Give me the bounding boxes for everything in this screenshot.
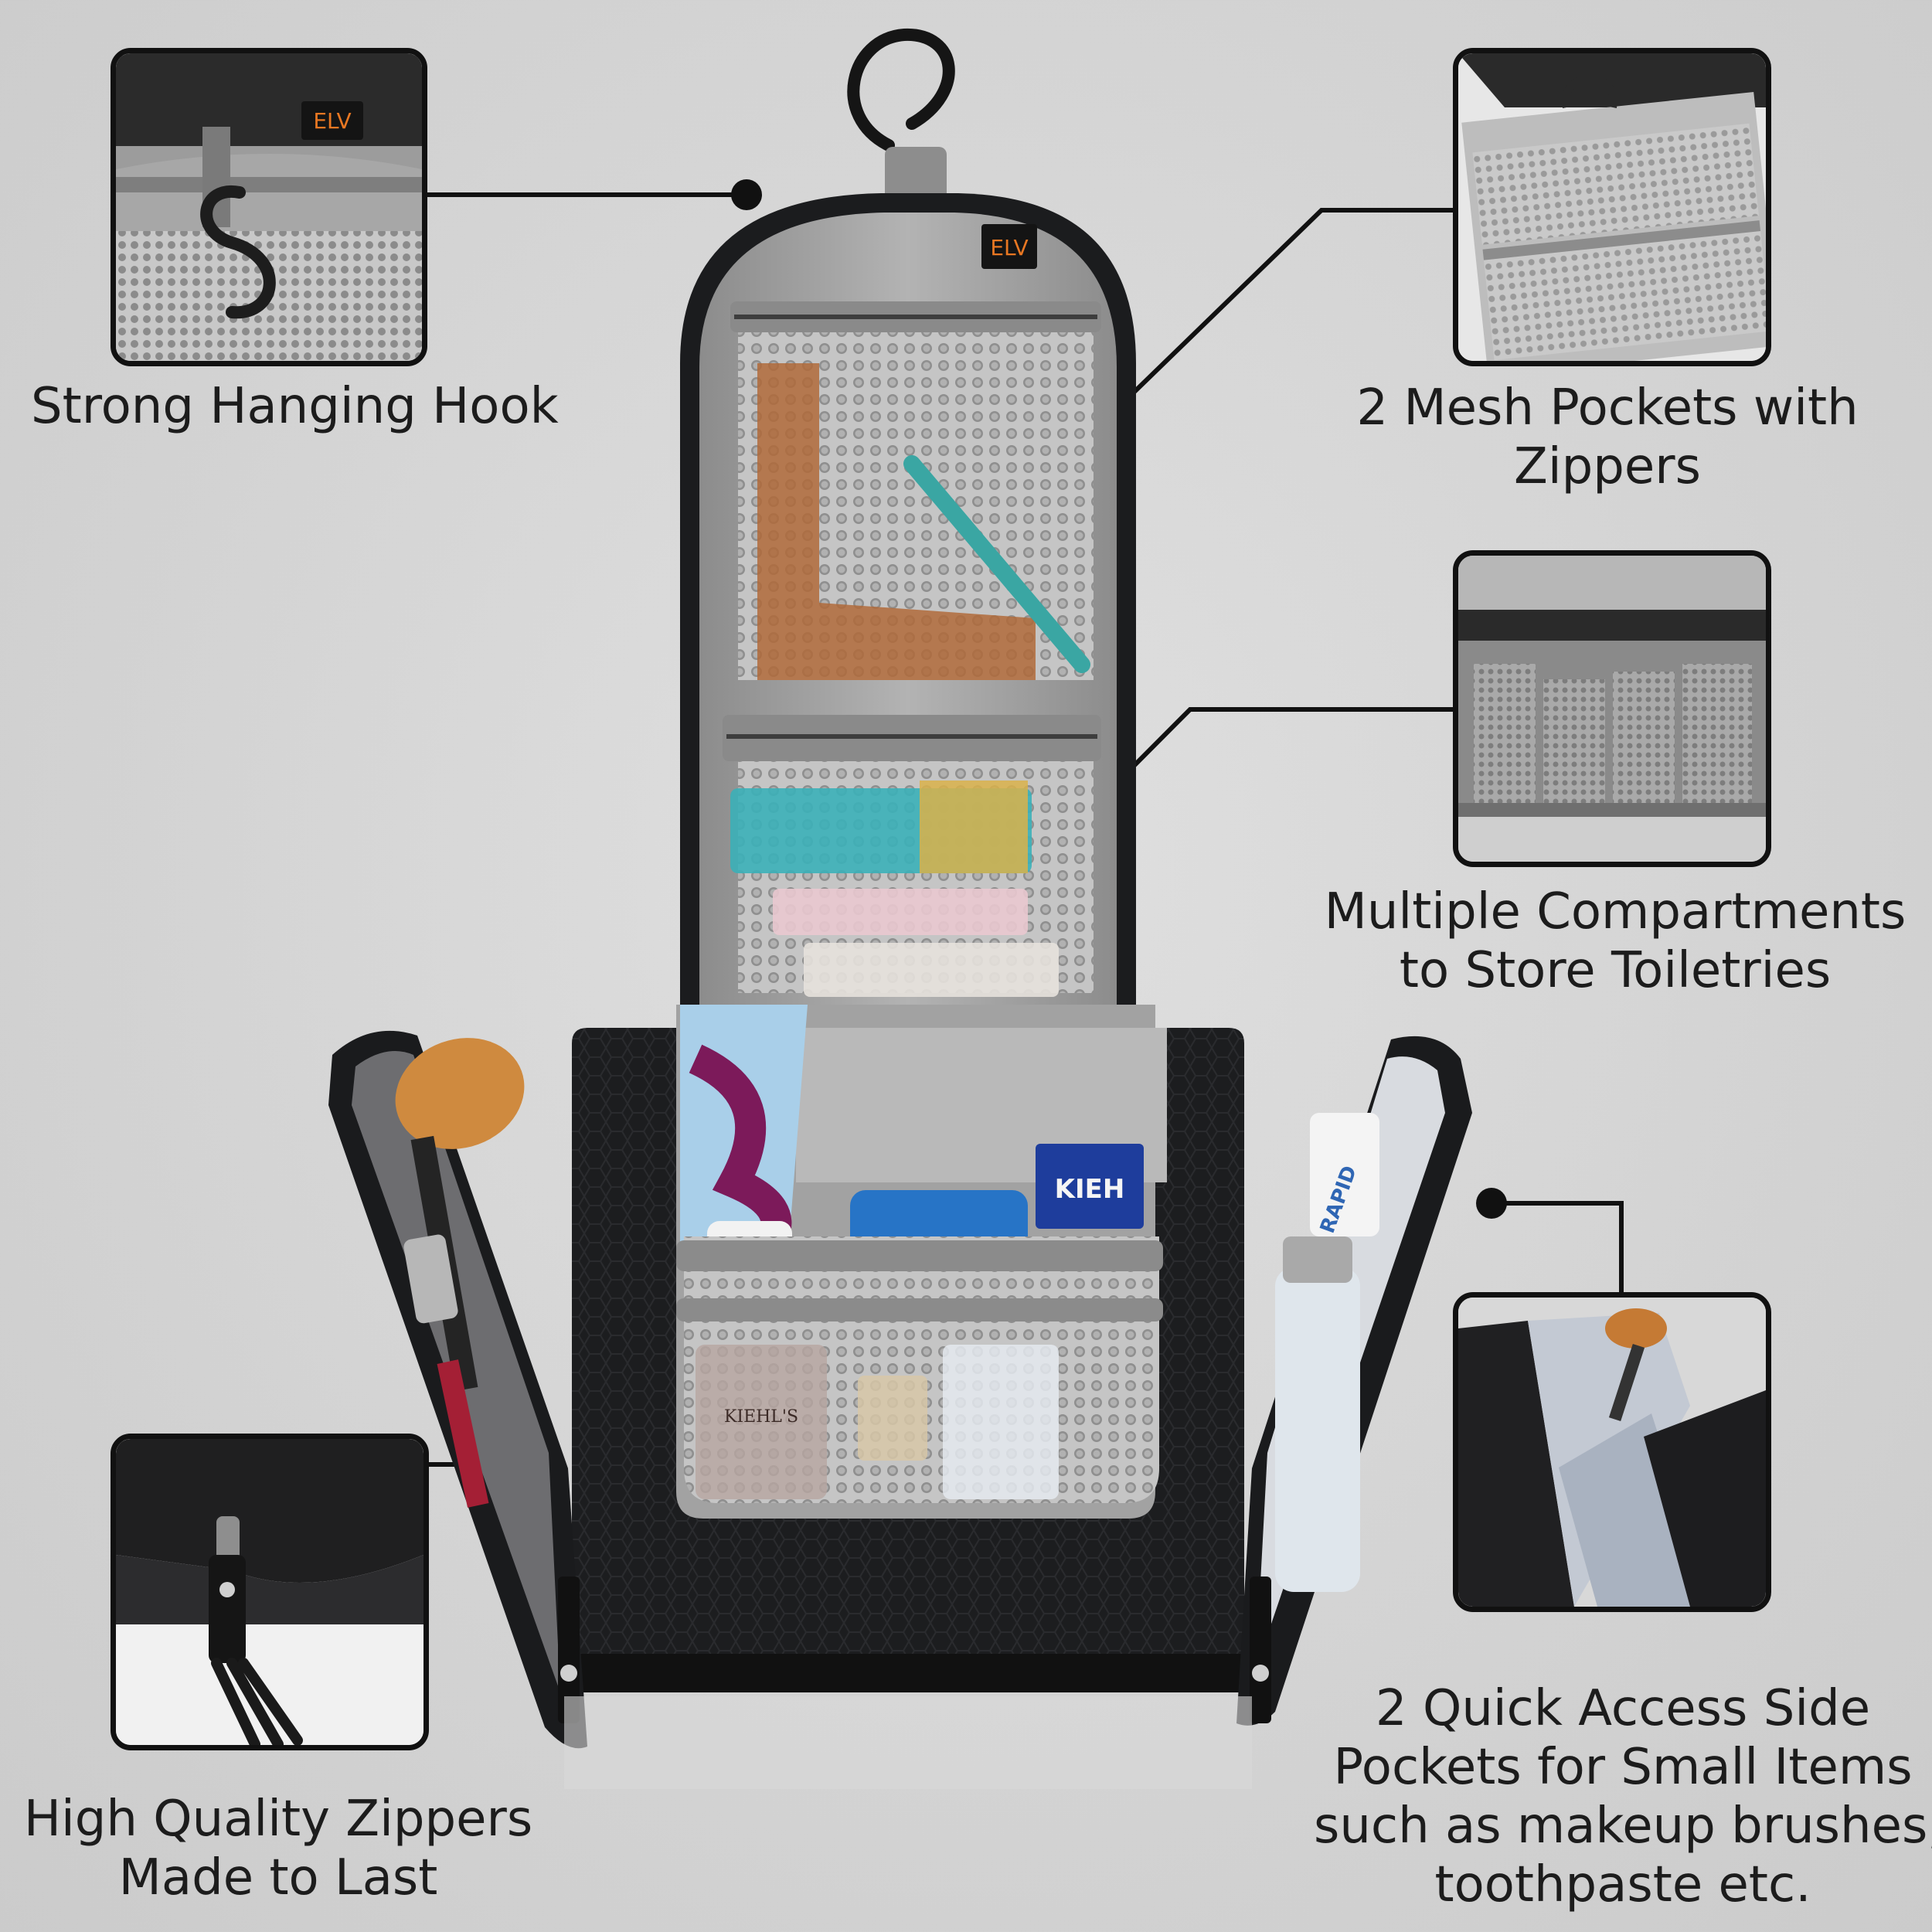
svg-text:KIEHL'S: KIEHL'S: [724, 1407, 798, 1427]
inset-mesh-pockets: [1453, 48, 1771, 366]
caption-zip-line2: Made to Last: [118, 1849, 438, 1906]
inset-side-pockets: [1453, 1292, 1771, 1612]
inset-zipper-image: [116, 1439, 423, 1745]
inset-hanging-hook: ELV: [111, 48, 427, 366]
svg-text:RAPID: RAPID: [1316, 1163, 1362, 1236]
caption-side-line3: such as makeup brushes,: [1314, 1798, 1932, 1855]
caption-mesh-line2: Zippers: [1514, 438, 1701, 495]
caption-compart-line1: Multiple Compartments: [1324, 883, 1906, 940]
inset-side-image: [1458, 1298, 1766, 1607]
svg-text:KIEH: KIEH: [1055, 1174, 1125, 1205]
leader-dot-hook: [731, 179, 762, 210]
leader-dot-zippers: [473, 1449, 504, 1480]
caption-strong-hanging-hook: Strong Hanging Hook: [31, 377, 559, 436]
caption-quality-zippers: High Quality Zippers Made to Last: [23, 1790, 533, 1907]
caption-side-line2: Pockets for Small Items: [1333, 1739, 1913, 1796]
inset-brand-label: ELV: [313, 108, 351, 134]
leader-dot-compartments: [762, 1107, 793, 1138]
caption-hook-text: Strong Hanging Hook: [31, 378, 559, 435]
hanger-hook-icon: [847, 28, 955, 151]
leader-side: [1492, 1201, 1624, 1298]
hook-icon: [1562, 74, 1617, 108]
caption-compart-line2: to Store Toiletries: [1399, 942, 1832, 999]
inset-hook-image: ELV: [116, 53, 422, 361]
caption-side-line4: toothpaste etc.: [1434, 1856, 1811, 1913]
inset-compartments: [1453, 550, 1771, 867]
leader-dot-mesh: [1045, 450, 1076, 481]
caption-mesh-pockets: 2 Mesh Pockets with Zippers: [1345, 379, 1870, 496]
zipper-pull-icon: [211, 1658, 303, 1745]
inset-compartments-image: [1458, 556, 1766, 862]
caption-zip-line1: High Quality Zippers: [23, 1791, 533, 1848]
caption-mesh-line1: 2 Mesh Pockets with: [1356, 379, 1859, 437]
caption-multiple-compartments: Multiple Compartments to Store Toiletrie…: [1314, 883, 1917, 1000]
s-hook-icon: [200, 185, 276, 319]
inset-zippers: [111, 1434, 429, 1750]
caption-side-line1: 2 Quick Access Side: [1375, 1680, 1871, 1737]
inset-mesh-image: [1458, 53, 1766, 361]
leader-dot-side: [1476, 1188, 1507, 1219]
bag-brand-label: ELV: [990, 235, 1028, 260]
leader-hook: [425, 192, 747, 197]
caption-side-pockets: 2 Quick Access Side Pockets for Small It…: [1314, 1679, 1932, 1914]
